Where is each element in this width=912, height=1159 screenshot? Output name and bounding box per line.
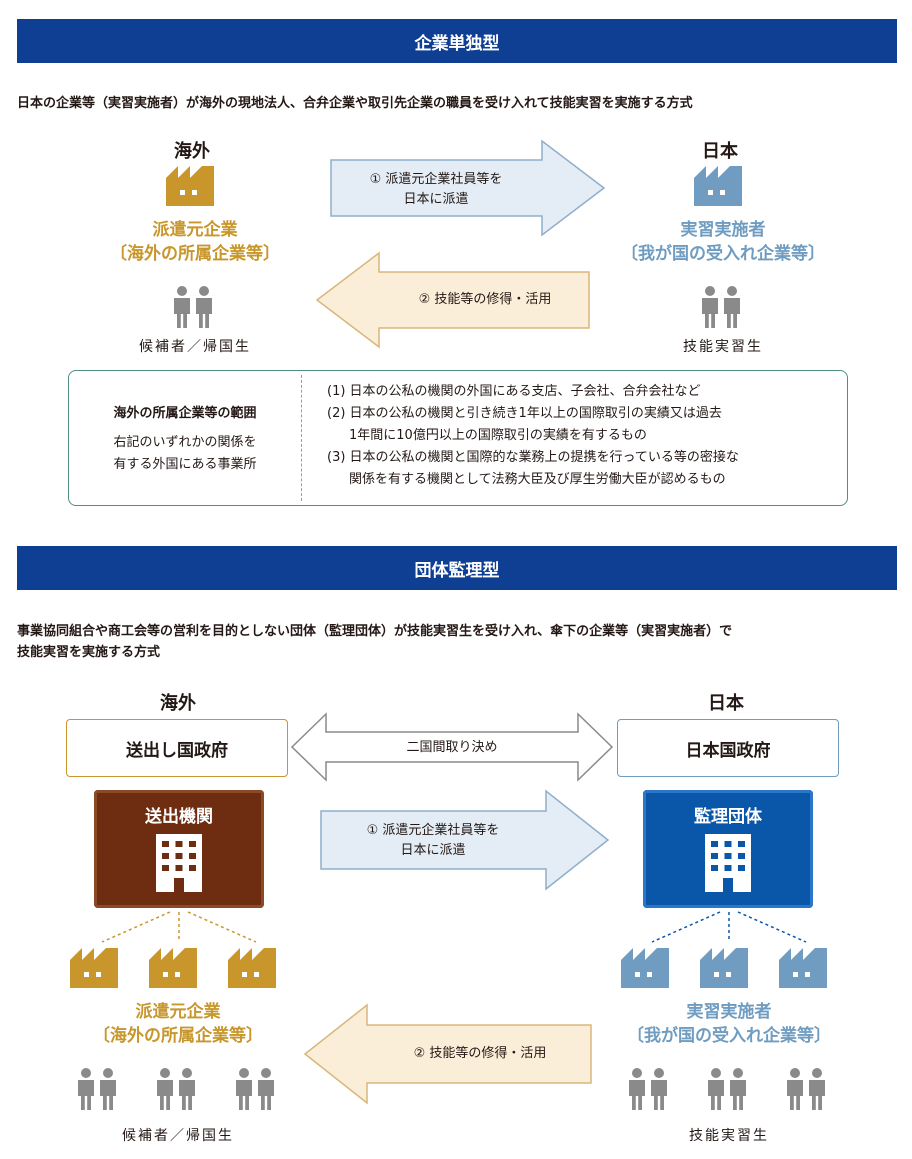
org-name: 派遣元企業 bbox=[135, 1002, 221, 1022]
org-qualifier: 〔我が国の受入れ企業等〕 bbox=[621, 244, 825, 264]
building-icon bbox=[705, 834, 751, 892]
person-icon bbox=[808, 1068, 826, 1110]
section2-left-caption: 候補者／帰国生 bbox=[122, 1128, 234, 1144]
bilateral-agreement-label: 二国間取り決め bbox=[406, 740, 498, 755]
section2-right-org: 実習実施者 〔我が国の受入れ企業等〕 bbox=[594, 1000, 864, 1048]
factory-icon bbox=[779, 948, 837, 988]
person-icon bbox=[701, 286, 719, 328]
sending-agency-card: 送出機関 bbox=[94, 790, 264, 908]
factory-icon bbox=[621, 948, 679, 988]
overseas-affiliate-range-box: 海外の所属企業等の範囲 右記のいずれかの関係を 有する外国にある事業所 (1) … bbox=[68, 370, 848, 506]
factory-icon bbox=[166, 166, 224, 206]
arrow-label-line: 日本に派遣 bbox=[400, 843, 466, 858]
arrow-label-line: ① 派遣元企業社員等を bbox=[366, 823, 500, 838]
factory-icon bbox=[700, 948, 758, 988]
arrow-left-shape bbox=[303, 1003, 592, 1105]
org-name: 実習実施者 bbox=[686, 1002, 772, 1022]
description-line: 技能実習を実施する方式 bbox=[17, 645, 161, 660]
section1-arrow-left-label: ② 技能等の修得・活用 bbox=[418, 292, 552, 307]
section2-arrow-left-label: ② 技能等の修得・活用 bbox=[413, 1046, 547, 1061]
section1-description: 日本の企業等（実習実施者）が海外の現地法人、合弁企業や取引先企業の職員を受け入れ… bbox=[17, 96, 693, 111]
left-connector-lines bbox=[101, 911, 257, 943]
org-qualifier: 〔海外の所属企業等〕 bbox=[93, 1026, 263, 1046]
org-qualifier: 〔海外の所属企業等〕 bbox=[110, 244, 280, 264]
person-icon bbox=[77, 1068, 95, 1110]
range-item-continued: 関係を有する機関として法務大臣及び厚生労働大臣が認めるもの bbox=[349, 472, 726, 487]
section1-right-org: 実習実施者 〔我が国の受入れ企業等〕 bbox=[588, 218, 858, 266]
range-subtitle: 右記のいずれかの関係を 有する外国にある事業所 bbox=[69, 432, 301, 476]
person-icon bbox=[173, 286, 191, 328]
factory-icon bbox=[70, 948, 128, 988]
arrow-label-line: ① 派遣元企業社員等を bbox=[369, 172, 503, 187]
range-item: (1) 日本の公私の機関の外国にある支店、子会社、合弁会社など bbox=[327, 384, 701, 399]
section1-banner: 企業単独型 bbox=[17, 19, 897, 63]
arrow-right-shape bbox=[320, 789, 610, 891]
person-icon bbox=[729, 1068, 747, 1110]
section1-right-caption: 技能実習生 bbox=[683, 339, 763, 355]
range-item: (2) 日本の公私の機関と引き続き1年以上の国際取引の実績又は過去 bbox=[327, 406, 722, 421]
section2-left-org: 派遣元企業 〔海外の所属企業等〕 bbox=[43, 1000, 313, 1048]
japan-government-box: 日本国政府 bbox=[617, 719, 839, 777]
arrow-label-line: 日本に派遣 bbox=[403, 192, 469, 207]
person-icon bbox=[707, 1068, 725, 1110]
section1-left-caption: 候補者／帰国生 bbox=[139, 339, 251, 355]
section2-description: 事業協同組合や商工会等の営利を目的としない団体（監理団体）が技能実習生を受け入れ… bbox=[17, 621, 732, 663]
section1-left-location: 海外 bbox=[174, 141, 210, 162]
person-icon bbox=[156, 1068, 174, 1110]
org-name: 実習実施者 bbox=[680, 220, 766, 240]
person-icon bbox=[99, 1068, 117, 1110]
person-icon bbox=[628, 1068, 646, 1110]
range-subtitle-line: 右記のいずれかの関係を bbox=[113, 435, 257, 450]
section1-left-org: 派遣元企業 〔海外の所属企業等〕 bbox=[60, 218, 330, 266]
person-icon bbox=[723, 286, 741, 328]
person-icon bbox=[650, 1068, 668, 1110]
bilateral-double-arrow bbox=[290, 712, 614, 782]
section2-arrow-right-label: ① 派遣元企業社員等を 日本に派遣 bbox=[320, 821, 546, 861]
range-list: (1) 日本の公私の機関の外国にある支店、子会社、合弁会社など (2) 日本の公… bbox=[327, 381, 739, 491]
supervising-org-card: 監理団体 bbox=[643, 790, 813, 908]
section2-left-location: 海外 bbox=[160, 693, 196, 714]
supervising-org-title: 監理団体 bbox=[694, 807, 762, 827]
arrow-left-shape bbox=[315, 251, 590, 349]
person-icon bbox=[178, 1068, 196, 1110]
right-connector-lines bbox=[651, 911, 807, 943]
description-line: 事業協同組合や商工会等の営利を目的としない団体（監理団体）が技能実習生を受け入れ… bbox=[17, 624, 733, 639]
range-item: (3) 日本の公私の機関と国際的な業務上の提携を行っている等の密接な bbox=[327, 450, 739, 465]
building-icon bbox=[156, 834, 202, 892]
person-icon bbox=[195, 286, 213, 328]
person-icon bbox=[257, 1068, 275, 1110]
factory-icon bbox=[694, 166, 752, 206]
section1-right-location: 日本 bbox=[702, 141, 738, 162]
section1-arrow-right-label: ① 派遣元企業社員等を 日本に派遣 bbox=[330, 170, 542, 210]
range-title: 海外の所属企業等の範囲 bbox=[113, 406, 257, 421]
sending-agency-title: 送出機関 bbox=[145, 807, 213, 827]
factory-icon bbox=[228, 948, 286, 988]
section2-right-caption: 技能実習生 bbox=[689, 1128, 769, 1144]
factory-icon bbox=[149, 948, 207, 988]
person-icon bbox=[786, 1068, 804, 1110]
section2-right-location: 日本 bbox=[708, 693, 744, 714]
sending-government-box: 送出し国政府 bbox=[66, 719, 288, 777]
arrow-right-shape bbox=[330, 139, 606, 237]
person-icon bbox=[235, 1068, 253, 1110]
org-qualifier: 〔我が国の受入れ企業等〕 bbox=[627, 1026, 831, 1046]
range-subtitle-line: 有する外国にある事業所 bbox=[113, 457, 257, 472]
range-item-continued: 1年間に10億円以上の国際取引の実績を有するもの bbox=[349, 428, 647, 443]
range-divider bbox=[301, 375, 302, 501]
org-name: 派遣元企業 bbox=[152, 220, 238, 240]
section2-banner: 団体監理型 bbox=[17, 546, 897, 590]
